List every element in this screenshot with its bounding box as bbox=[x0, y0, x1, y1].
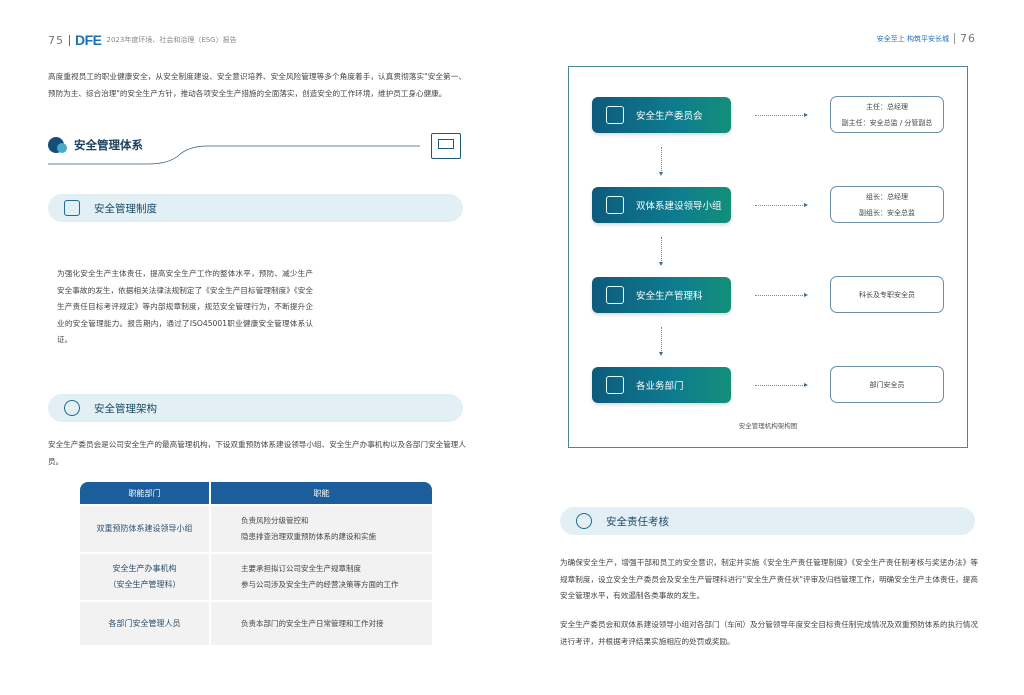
subsection-title: 安全责任考核 bbox=[606, 515, 669, 528]
slogan: 安全至上 构筑平安长城 bbox=[876, 34, 949, 43]
dotted-arrow-down bbox=[659, 147, 663, 176]
member-line: 科长及专职安全员 bbox=[859, 290, 915, 299]
report-title: 2023年度环境、社会和治理（ESG）报告 bbox=[106, 36, 237, 44]
org-node: 安全生产委员会 bbox=[592, 97, 731, 133]
subsection-title: 安全管理制度 bbox=[94, 202, 157, 215]
dotted-arrow bbox=[755, 203, 808, 207]
org-node: 各业务部门 bbox=[592, 367, 731, 403]
dept-cell: 双重预防体系建设领导小组 bbox=[96, 524, 193, 533]
dotted-arrow-down bbox=[659, 237, 663, 266]
duty-line: 隐患排查治理双重预防体系的建设和实施 bbox=[241, 532, 376, 541]
fingerprint-icon bbox=[64, 400, 80, 416]
org-node-label: 双体系建设领导小组 bbox=[636, 201, 722, 212]
page-number: 76 bbox=[960, 32, 976, 45]
pill-assessment: 安全责任考核 bbox=[560, 507, 975, 535]
factory-gear-icon bbox=[606, 376, 624, 394]
dfe-logo: DFE bbox=[75, 32, 102, 48]
table-header: 职能部门 职能 bbox=[80, 482, 432, 505]
member-line: 主任：总经理 bbox=[866, 102, 908, 111]
section-heading: 安全管理体系 bbox=[48, 134, 468, 165]
member-line: 副组长：安全总监 bbox=[859, 208, 915, 217]
org-members-box: 部门安全员 bbox=[830, 366, 944, 403]
member-line: 组长：总经理 bbox=[866, 192, 908, 201]
duty-line: 参与公司涉及安全生产的经营决策等方面的工作 bbox=[241, 580, 399, 589]
table-row: 安全生产办事机构 （安全生产管理科） 主要承担拟订公司安全生产规章制度参与公司涉及… bbox=[80, 552, 432, 601]
column-header: 职能 bbox=[210, 482, 432, 505]
dept-cell: 安全生产办事机构 bbox=[112, 564, 177, 573]
assessment-text-2: 安全生产委员会和双体系建设领导小组对各部门（车间）及分管领导年度安全目标责任制完… bbox=[560, 620, 978, 646]
org-chart bbox=[568, 66, 968, 448]
header-right: 安全至上 构筑平安长城 76 bbox=[877, 32, 976, 45]
org-node-label: 安全生产管理科 bbox=[636, 291, 703, 302]
dotted-arrow bbox=[755, 293, 808, 297]
dept-cell: 各部门安全管理人员 bbox=[108, 618, 181, 628]
dotted-arrow bbox=[755, 113, 808, 117]
team-icon bbox=[606, 196, 624, 214]
duty-line: 负责风险分级管控和 bbox=[241, 516, 309, 525]
org-node-label: 安全生产委员会 bbox=[636, 111, 703, 122]
assessment-text-1: 为确保安全生产，增强干部和员工的安全意识，制定并实施《安全生产责任管理制度》《安… bbox=[560, 558, 978, 600]
org-node: 双体系建设领导小组 bbox=[592, 187, 731, 223]
document-gear-icon bbox=[606, 286, 624, 304]
functions-table: 职能部门 职能 双重预防体系建设领导小组 负责风险分级管控和隐患排查治理双重预防… bbox=[80, 482, 432, 645]
member-line: 副主任：安全总监 / 分管副总 bbox=[841, 118, 933, 127]
page-number: 75 bbox=[48, 33, 64, 47]
person-check-icon bbox=[576, 513, 592, 529]
document-icon bbox=[64, 200, 80, 216]
divider bbox=[954, 33, 955, 44]
dotted-arrow-down bbox=[659, 327, 663, 356]
structure-text: 安全生产委员会是公司安全生产的最高管理机构，下设双重预防体系建设领导小组、安全生… bbox=[48, 440, 466, 466]
org-node-label: 各业务部门 bbox=[636, 381, 684, 392]
dotted-arrow bbox=[755, 383, 808, 387]
table-row: 各部门安全管理人员 负责本部门的安全生产日常管理和工作对接 bbox=[80, 600, 432, 645]
org-members-box: 科长及专职安全员 bbox=[830, 276, 944, 313]
org-members-box: 主任：总经理副主任：安全总监 / 分管副总 bbox=[830, 96, 944, 133]
column-header: 职能部门 bbox=[80, 482, 211, 505]
divider bbox=[69, 34, 70, 46]
table-row: 双重预防体系建设领导小组 负责风险分级管控和隐患排查治理双重预防体系的建设和实施 bbox=[80, 504, 432, 553]
intro-text: 高度重视员工的职业健康安全，从安全制度建设、安全意识培养、安全风险管理等多个角度… bbox=[48, 72, 466, 98]
system-text: 为强化安全生产主体责任，提高安全生产工作的整体水平，预防、减少生产安全事故的发生… bbox=[57, 269, 313, 344]
member-line: 部门安全员 bbox=[869, 380, 905, 389]
org-members-box: 组长：总经理副组长：安全总监 bbox=[830, 186, 944, 223]
header-left: 75 DFE 2023年度环境、社会和治理（ESG）报告 bbox=[48, 32, 237, 48]
monitor-icon bbox=[431, 133, 461, 159]
dept-cell: （安全生产管理科） bbox=[108, 580, 181, 589]
section-title: 安全管理体系 bbox=[74, 138, 143, 152]
pill-structure: 安全管理架构 bbox=[48, 394, 463, 422]
org-node: 安全生产管理科 bbox=[592, 277, 731, 313]
scales-icon bbox=[606, 106, 624, 124]
subsection-title: 安全管理架构 bbox=[94, 402, 157, 415]
circle-icon-accent bbox=[57, 143, 67, 153]
heading-line bbox=[48, 145, 420, 165]
duty-line: 主要承担拟订公司安全生产规章制度 bbox=[241, 564, 361, 573]
org-caption: 安全管理机构架构图 bbox=[738, 422, 798, 430]
pill-system: 安全管理制度 bbox=[48, 194, 463, 222]
duty-line: 负责本部门的安全生产日常管理和工作对接 bbox=[241, 618, 384, 628]
